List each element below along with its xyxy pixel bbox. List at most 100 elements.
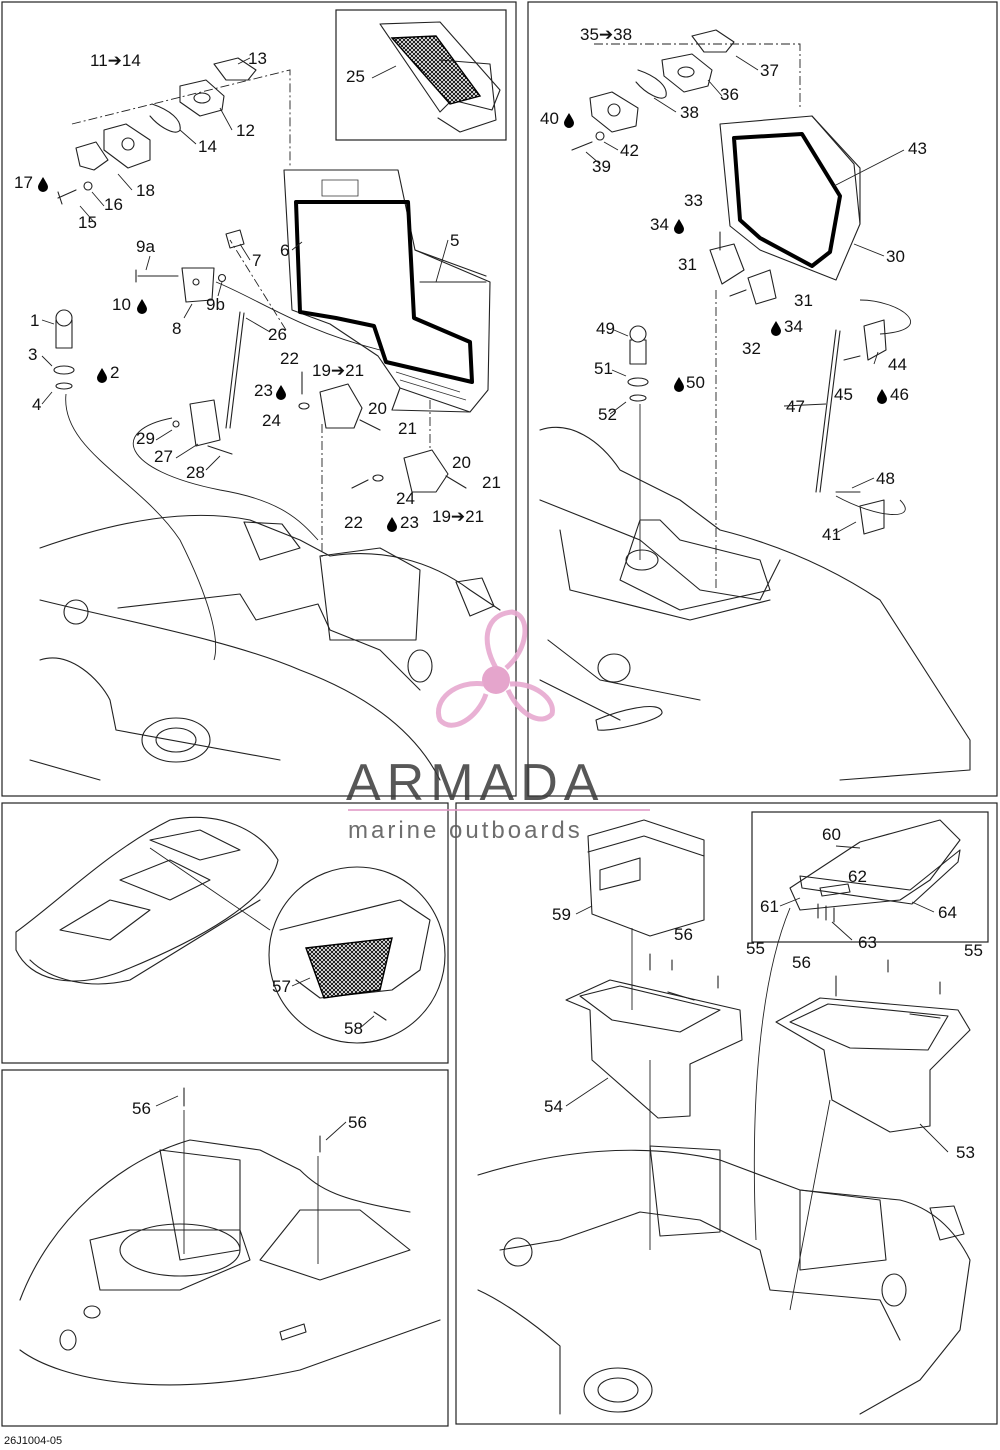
mesh-panel-57 <box>305 937 393 999</box>
hinge-31-right <box>747 269 777 305</box>
callout-60: 60 <box>822 825 841 844</box>
gas-strut-47 <box>815 329 841 493</box>
callout-47: 47 <box>786 397 805 416</box>
inset-25-frame <box>335 9 507 141</box>
boat-deck-top-left <box>39 514 501 781</box>
drop-icon <box>564 113 574 128</box>
catch-37 <box>691 29 735 53</box>
callout-19-21-lower: 19➔21 <box>432 507 484 526</box>
callout-49: 49 <box>596 319 615 338</box>
callout-3: 3 <box>28 345 37 364</box>
boat-deck-bottom-right <box>477 1149 971 1415</box>
drop-icon <box>276 385 286 400</box>
bracket-8-hole <box>192 278 200 286</box>
panel-bottom-left-frame <box>1 1069 449 1427</box>
side-vent <box>455 577 495 617</box>
screws-55-bin54 <box>671 959 719 989</box>
bumper-7 <box>225 229 245 249</box>
guide-hinges <box>229 239 323 560</box>
callout-42: 42 <box>620 141 639 160</box>
callout-13: 13 <box>248 49 267 68</box>
callout-63: 63 <box>858 933 877 952</box>
latch-12-hole <box>193 92 211 104</box>
screws-55-bin53 <box>887 959 941 995</box>
armada-logo <box>436 609 555 728</box>
drop-icon <box>674 377 684 392</box>
screw-39 <box>571 141 593 151</box>
plate-38 <box>589 91 639 133</box>
washer-52 <box>629 394 647 402</box>
guide-11-14 <box>71 69 291 168</box>
spring-38 <box>635 69 667 99</box>
callout-22-lower: 22 <box>344 513 363 532</box>
drain-ring <box>141 717 211 763</box>
callout-51: 51 <box>594 359 613 378</box>
leader-lines-right <box>585 55 905 535</box>
loop-bracket-8 <box>215 281 381 351</box>
detail-pointer <box>149 847 271 931</box>
side-vent-br <box>929 1205 965 1241</box>
callout-22-upper: 22 <box>280 349 299 368</box>
callout-29: 29 <box>136 429 155 448</box>
top-right-assembly <box>539 29 971 781</box>
callout-23-lower: 23 <box>400 513 419 532</box>
callout-21-upper: 21 <box>398 419 417 438</box>
callout-64: 64 <box>938 903 957 922</box>
callout-24-lower: 24 <box>396 489 415 508</box>
armada-tagline-text: marine outboards <box>348 817 583 844</box>
callout-32: 32 <box>742 339 761 358</box>
plug-62 <box>819 883 851 897</box>
drain-ring-br-inner <box>597 1377 639 1403</box>
side-port-bl-2 <box>59 1329 77 1351</box>
callout-43: 43 <box>908 139 927 158</box>
mat-60-plate <box>799 849 961 905</box>
bracket-8 <box>181 267 215 303</box>
plate-38-hole <box>607 103 621 117</box>
cup-holder-br <box>503 1237 533 1267</box>
callout-23-upper: 23 <box>254 381 273 400</box>
hatch-outline <box>119 1223 241 1277</box>
bin-53-rim <box>789 1003 949 1051</box>
stud-49-head <box>629 325 647 343</box>
seat-base-top-left <box>243 521 421 641</box>
latch-plate-18-hole <box>121 137 135 151</box>
side-port-br <box>881 1273 907 1307</box>
callout-8: 8 <box>172 319 181 338</box>
figure-code: 26J1004-05 <box>4 1435 62 1447</box>
drop-icon <box>97 368 107 383</box>
drop-icon <box>771 321 781 336</box>
callout-12: 12 <box>236 121 255 140</box>
inset-25-body <box>437 59 497 133</box>
callout-37: 37 <box>760 61 779 80</box>
screw-9a <box>135 269 179 283</box>
screw-58 <box>373 1011 387 1021</box>
callout-7: 7 <box>252 251 261 270</box>
bottom-left-assembly <box>19 1087 441 1386</box>
callout-9a: 9a <box>136 237 155 256</box>
pin-20-lower <box>445 475 467 489</box>
stud-1-head <box>55 309 73 327</box>
loop-strut-47 <box>835 299 911 515</box>
callout-57: 57 <box>272 977 291 996</box>
bin-54-rim <box>579 985 721 1033</box>
guide-mat <box>753 907 791 1241</box>
armada-brand-text: ARMADA <box>346 754 604 812</box>
drink-holder <box>625 549 659 571</box>
bolt-32 <box>729 289 747 297</box>
callout-16: 16 <box>104 195 123 214</box>
handle-slot <box>279 1323 307 1341</box>
armada-watermark: ARMADA marine outboards <box>346 609 650 844</box>
leader-lines-bottom <box>155 845 949 1153</box>
panel-top-right-frame <box>527 1 998 797</box>
cooler-59-lid <box>587 835 705 891</box>
callout-18: 18 <box>136 181 155 200</box>
drop-icon <box>877 389 887 404</box>
catch-13 <box>213 57 257 81</box>
washer-42 <box>595 131 605 141</box>
panel-top-left-frame <box>1 1 517 797</box>
callout-11-14: 11➔14 <box>90 51 141 70</box>
callout-41: 41 <box>822 525 841 544</box>
guide-35-38 <box>594 43 801 110</box>
bin-54 <box>565 979 743 1119</box>
